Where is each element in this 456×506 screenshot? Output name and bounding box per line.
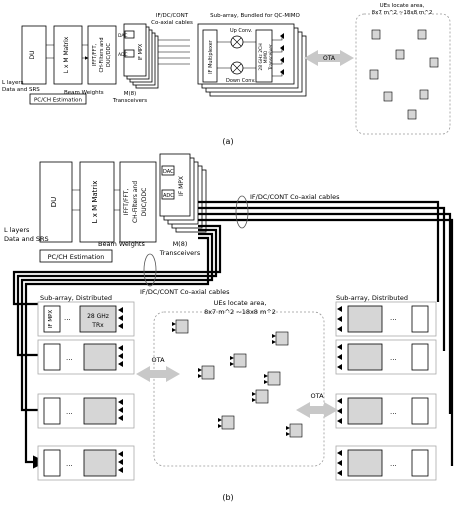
subarray-right-3: ... (335, 393, 437, 429)
subarray-right-1: ... (335, 301, 437, 337)
pc-ch-block-a (29, 93, 87, 105)
trx-label-2: TRx (91, 322, 104, 329)
transceiver-stack-b (159, 153, 191, 217)
adc-label-a: ADC (118, 52, 128, 58)
ota-label-right: OTA (310, 392, 324, 400)
svg-text:...: ... (66, 408, 73, 416)
cables-label-a-2: Co-axial cables (151, 20, 193, 26)
ue-area-label-b-2: 8x7 m^2 ~18x8 m^2 (204, 308, 276, 316)
trx-label-1: 28 GHz (87, 313, 109, 320)
if-multiplexer-block (202, 29, 218, 83)
cables-label-a-1: IF/DC/CONT (156, 13, 189, 19)
ifft-block-b (119, 161, 157, 243)
ota-label-a: OTA (323, 55, 336, 62)
mimo-label-1: 28 GHz 2CH (258, 43, 264, 70)
layers-label-a: L layers (2, 80, 24, 86)
matrix-block-a (53, 25, 83, 85)
ue-area-label-b-1: UEs locate area, (214, 299, 267, 307)
matrix-block-b (79, 161, 115, 243)
beam-weights-label-a: Beam Weights (64, 90, 104, 96)
ue-devices-b (175, 319, 303, 438)
transceivers-count-a: M(8) (124, 91, 137, 97)
ue-antenna-icons-b (172, 322, 290, 436)
subarray-right-2: ... (335, 339, 437, 375)
data-srs-label-a: Data and SRS (2, 87, 40, 93)
caption-a: (a) (222, 137, 233, 146)
ue-area-label-a-2: 8x7 m^2 ~18x8 m^2 (372, 10, 433, 16)
matrix-label-b: L x M Matrix (91, 181, 99, 224)
mimo-label-2: MIMO (263, 50, 269, 63)
du-label-b: DU (50, 197, 58, 208)
pc-ch-label-b: PC/CH Estimation (48, 253, 105, 261)
chfilters-label-b: CH-Filters and (132, 181, 139, 223)
pc-ch-label-a: PC/CH Estimation (34, 98, 83, 104)
pc-ch-block-b (39, 249, 113, 263)
part-b-diagram: DU L x M Matrix IFFT/FFT, CH-Filters and… (4, 153, 454, 502)
ifft-label-b: IFFT/FFT, (123, 189, 130, 216)
transceivers-count-b: M(8) (173, 240, 188, 248)
svg-text:...: ... (66, 460, 73, 468)
svg-text:...: ... (390, 460, 397, 468)
subarray-right-4: ... (335, 445, 437, 481)
svg-text:...: ... (390, 408, 397, 416)
ifmpx-label-a: IF MPX (138, 43, 144, 60)
subarray-label-left: Sub-array, Distributed (40, 294, 112, 302)
subarray-left-4: ... (37, 445, 135, 481)
adc-label-b: ADC (163, 193, 174, 199)
antenna-icon (118, 307, 123, 329)
sub-ifmpx-block (43, 305, 61, 333)
down-conv-label: Down Conv. (226, 78, 256, 84)
caption-b: (b) (222, 493, 233, 502)
ota-label-left: OTA (151, 356, 165, 364)
du-label-a: DU (29, 50, 36, 59)
antenna-icons-a (280, 33, 284, 75)
cables-label-top: IF/DC/CONT Co-axial cables (250, 193, 340, 201)
subarray-left-3: ... (37, 393, 135, 429)
ue-area-b (153, 311, 325, 467)
ota-arrow-left (136, 366, 180, 382)
svg-text:...: ... (390, 314, 397, 322)
transceivers-label-b: Transceivers (159, 249, 201, 257)
chfilters-label-a: CH-Filters and (99, 37, 105, 72)
matrix-label-a: L x M Matrix (63, 36, 70, 73)
cables-label-mid: IF/DC/CONT Co-axial cables (140, 288, 230, 296)
du-block-a (21, 25, 47, 85)
svg-text:...: ... (66, 354, 73, 362)
ota-arrow-a (304, 50, 354, 66)
ducddc-label-a: DUC/DDC (106, 43, 112, 67)
up-conv-label: Up Conv. (230, 28, 253, 34)
trx-28ghz-block (79, 305, 117, 333)
sub-ifmpx-label: IF MPX (48, 310, 54, 329)
ifft-label-a: IFFT/FFT, (92, 43, 98, 66)
if-multiplexer-label: IF Multiplexer (208, 39, 214, 74)
mimo-transceiver-block (255, 29, 273, 83)
subarray-label-a: Sub-array, Bundled for QC-MIMO (210, 13, 300, 19)
coax-cable-bundle (12, 195, 454, 466)
subarray-label-right: Sub-array, Distributed (336, 294, 408, 302)
dac-label-a: DAC (118, 33, 128, 39)
transceivers-label-a: Transceivers (112, 98, 147, 104)
ifmpx-label-b: IF MPX (178, 176, 185, 196)
data-srs-label-b: Data and SRS (4, 235, 49, 243)
subarray-left-2: ... (37, 339, 135, 375)
ducddc-label-b: DUC/DDC (141, 188, 148, 217)
part-a-diagram: DU L x M Matrix IFFT/FFT, CH-Filters and… (2, 3, 451, 146)
ue-area-label-a-1: UEs locate area, (380, 3, 425, 9)
layers-label-b: L layers (4, 226, 30, 234)
subarray-left-1: IF MPX ... 28 GHz TRx (37, 301, 135, 337)
sub-dots: ... (64, 314, 71, 322)
ue-devices-a (369, 29, 439, 120)
ota-arrow-right (296, 402, 338, 418)
beam-weights-label-b: Beam Weights (98, 240, 145, 248)
du-block-b (39, 161, 73, 243)
ue-area-a (355, 13, 451, 135)
mimo-label-3: Transceiver (268, 44, 274, 71)
ifft-block-a (87, 25, 117, 85)
svg-text:...: ... (390, 354, 397, 362)
dac-label-b: DAC (163, 169, 174, 175)
